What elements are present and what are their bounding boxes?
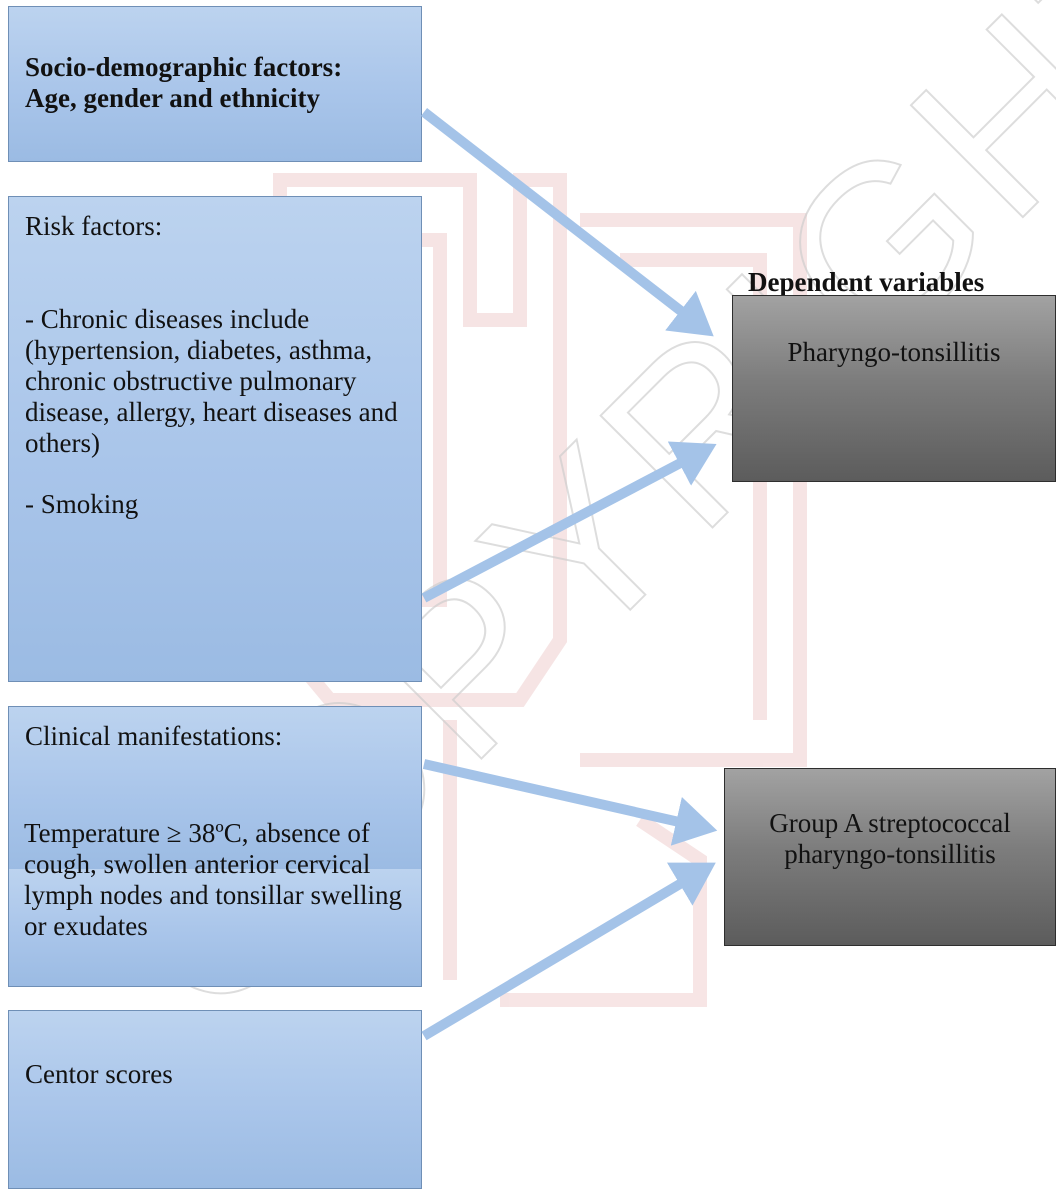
risk-factors-box: Risk factors: - Chronic diseases include … xyxy=(8,196,422,682)
group-a-strep-label: Group A streptococcal pharyngo-tonsillit… xyxy=(769,808,1011,869)
arrow-clinical-to-gas xyxy=(422,759,718,846)
risk-factor-chronic-diseases: - Chronic diseases include (hypertension… xyxy=(25,304,398,458)
centor-scores-box: Centor scores xyxy=(8,1010,422,1189)
clinical-manifestations-box: Clinical manifestations: xyxy=(8,706,422,870)
dependent-variables-label: Dependent variables xyxy=(748,267,985,297)
arrow-socio-to-pharyngo xyxy=(420,108,714,337)
clinical-manifestations-body: Temperature ≥ 38ºC, absence of cough, sw… xyxy=(24,818,402,941)
group-a-strep-box: Group A streptococcal pharyngo-tonsillit… xyxy=(724,768,1056,946)
arrow-centor-to-gas xyxy=(421,862,716,1041)
risk-factors-heading: Risk factors: xyxy=(25,211,163,241)
socio-demographic-box: Socio-demographic factors: Age, gender a… xyxy=(8,6,422,162)
risk-factor-smoking: - Smoking xyxy=(25,489,139,519)
centor-scores-label: Centor scores xyxy=(25,1059,173,1089)
pharyngo-tonsillitis-label: Pharyngo-tonsillitis xyxy=(787,337,1001,367)
arrow-risk-to-pharyngo xyxy=(421,441,717,603)
clinical-manifestations-body-box xyxy=(8,869,422,987)
socio-demographic-text: Socio-demographic factors: Age, gender a… xyxy=(25,52,343,113)
clinical-manifestations-heading: Clinical manifestations: xyxy=(25,721,283,751)
